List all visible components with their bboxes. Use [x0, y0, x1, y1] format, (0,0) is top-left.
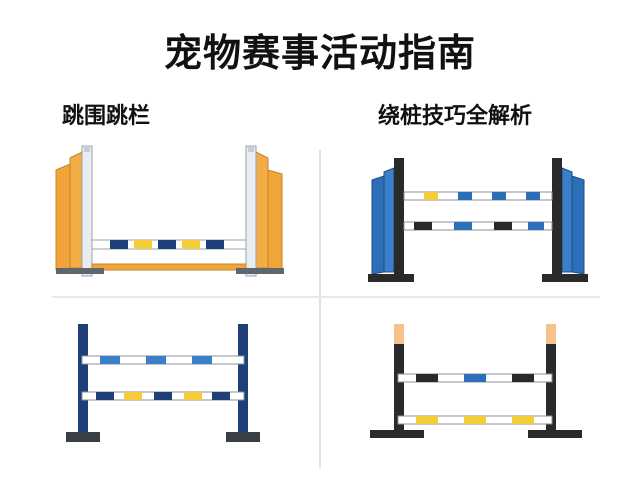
page-title: 宠物赛事活动指南 — [163, 31, 476, 75]
black-double-bar-jump-icon — [360, 318, 590, 448]
blue-wing-double-bar-jump-icon — [358, 150, 598, 290]
orange-wing-jump-icon — [50, 140, 290, 290]
navy-double-bar-jump-icon — [62, 318, 262, 448]
vertical-divider — [319, 150, 321, 468]
section-heading-weaving: 绕桩技巧全解析 — [378, 104, 533, 129]
section-heading-jumps: 跳围跳栏 — [62, 104, 151, 129]
horizontal-divider — [52, 296, 600, 298]
